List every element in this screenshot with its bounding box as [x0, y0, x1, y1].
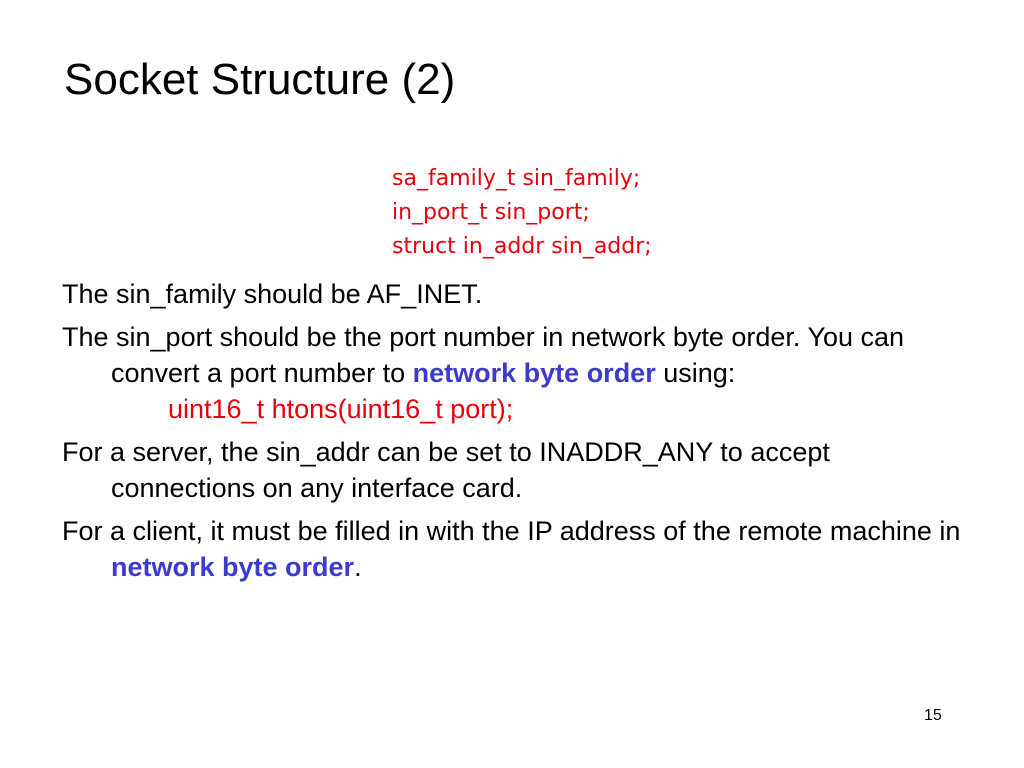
network-byte-order-emphasis: network byte order — [412, 358, 656, 388]
bullet-client-text-after: . — [354, 552, 362, 582]
bullet-client: For a client, it must be filled in with … — [62, 513, 962, 585]
page-number: 15 — [924, 707, 942, 724]
network-byte-order-emphasis: network byte order — [111, 552, 355, 582]
bullet-sin-family: The sin_family should be AF_INET. — [62, 276, 962, 312]
code-line-sin-port: in_port_t sin_port; — [392, 200, 590, 225]
bullet-list: The sin_family should be AF_INET. The si… — [62, 276, 962, 592]
code-line-sin-addr: struct in_addr sin_addr; — [392, 234, 652, 259]
code-line-sin-family: sa_family_t sin_family; — [392, 166, 641, 191]
bullet-sin-family-text: The sin_family should be AF_INET. — [62, 279, 483, 309]
slide-title: Socket Structure (2) — [64, 55, 456, 104]
bullet-server: For a server, the sin_addr can be set to… — [62, 434, 962, 506]
htons-code: uint16_t htons(uint16_t port); — [168, 394, 514, 424]
struct-fields-code: sa_family_t sin_family; in_port_t sin_po… — [392, 162, 652, 264]
bullet-client-text: For a client, it must be filled in with … — [62, 516, 961, 546]
bullet-sin-port-text-after: using: — [655, 358, 736, 388]
bullet-sin-port-text: The sin_port should be the port number i… — [62, 322, 905, 388]
bullet-server-text: For a server, the sin_addr can be set to… — [62, 437, 830, 503]
bullet-sin-port: The sin_port should be the port number i… — [62, 319, 962, 427]
